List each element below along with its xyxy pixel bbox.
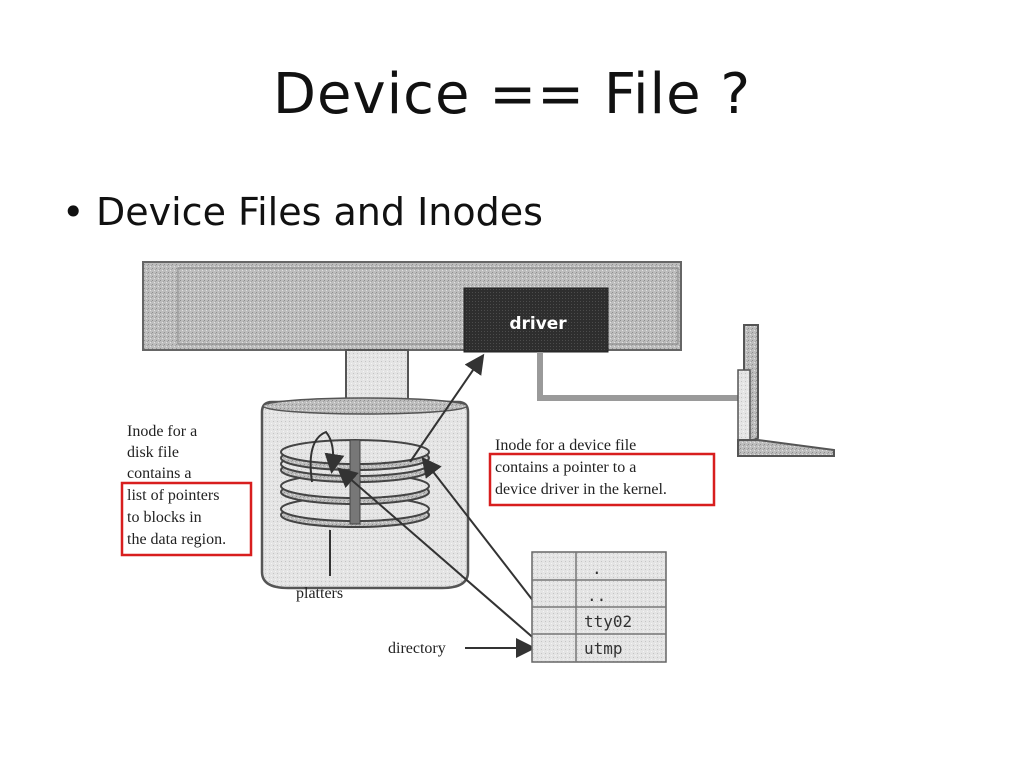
directory-entry-dotdot: .. <box>587 586 606 605</box>
disk-inode-line-2: disk file <box>127 444 179 461</box>
bullet-item: •Device Files and Inodes <box>62 190 543 234</box>
driver-box: driver <box>463 287 609 353</box>
directory-table: . .. tty02 utmp <box>531 551 667 663</box>
directory-entry-tty02: tty02 <box>584 612 632 631</box>
bullet-dot: • <box>62 190 85 234</box>
disk-inode-note: Inode for a disk file contains a list of… <box>120 423 253 557</box>
terminal-icon <box>737 324 835 457</box>
device-inode-line-2: contains a pointer to a <box>495 459 636 476</box>
terminal-cable <box>537 352 738 401</box>
disk-inode-line-1: Inode for a <box>127 423 197 440</box>
directory-entry-utmp: utmp <box>584 639 623 658</box>
disk-platters <box>280 430 430 528</box>
device-inode-note: Inode for a device file contains a point… <box>488 437 716 507</box>
disk-inode-highlight <box>120 481 253 557</box>
device-inode-highlight <box>488 452 716 507</box>
disk-inode-line-3: contains a <box>127 465 191 482</box>
device-inode-line-1: Inode for a device file <box>495 437 636 454</box>
platters-label: platters <box>296 585 343 602</box>
driver-label: driver <box>509 314 567 334</box>
disk-inode-line-4: list of pointers <box>127 487 219 504</box>
pointer-arrows <box>329 353 549 658</box>
device-inode-line-3: device driver in the kernel. <box>495 481 667 498</box>
disk-inode-line-6: the data region. <box>127 531 226 548</box>
disk-inode-line-5: to blocks in <box>127 509 202 526</box>
directory-entry-dot: . <box>592 559 602 578</box>
directory-label: directory <box>388 640 446 657</box>
slide-title: Device == File ? <box>272 62 752 127</box>
bullet-text: Device Files and Inodes <box>96 190 543 234</box>
